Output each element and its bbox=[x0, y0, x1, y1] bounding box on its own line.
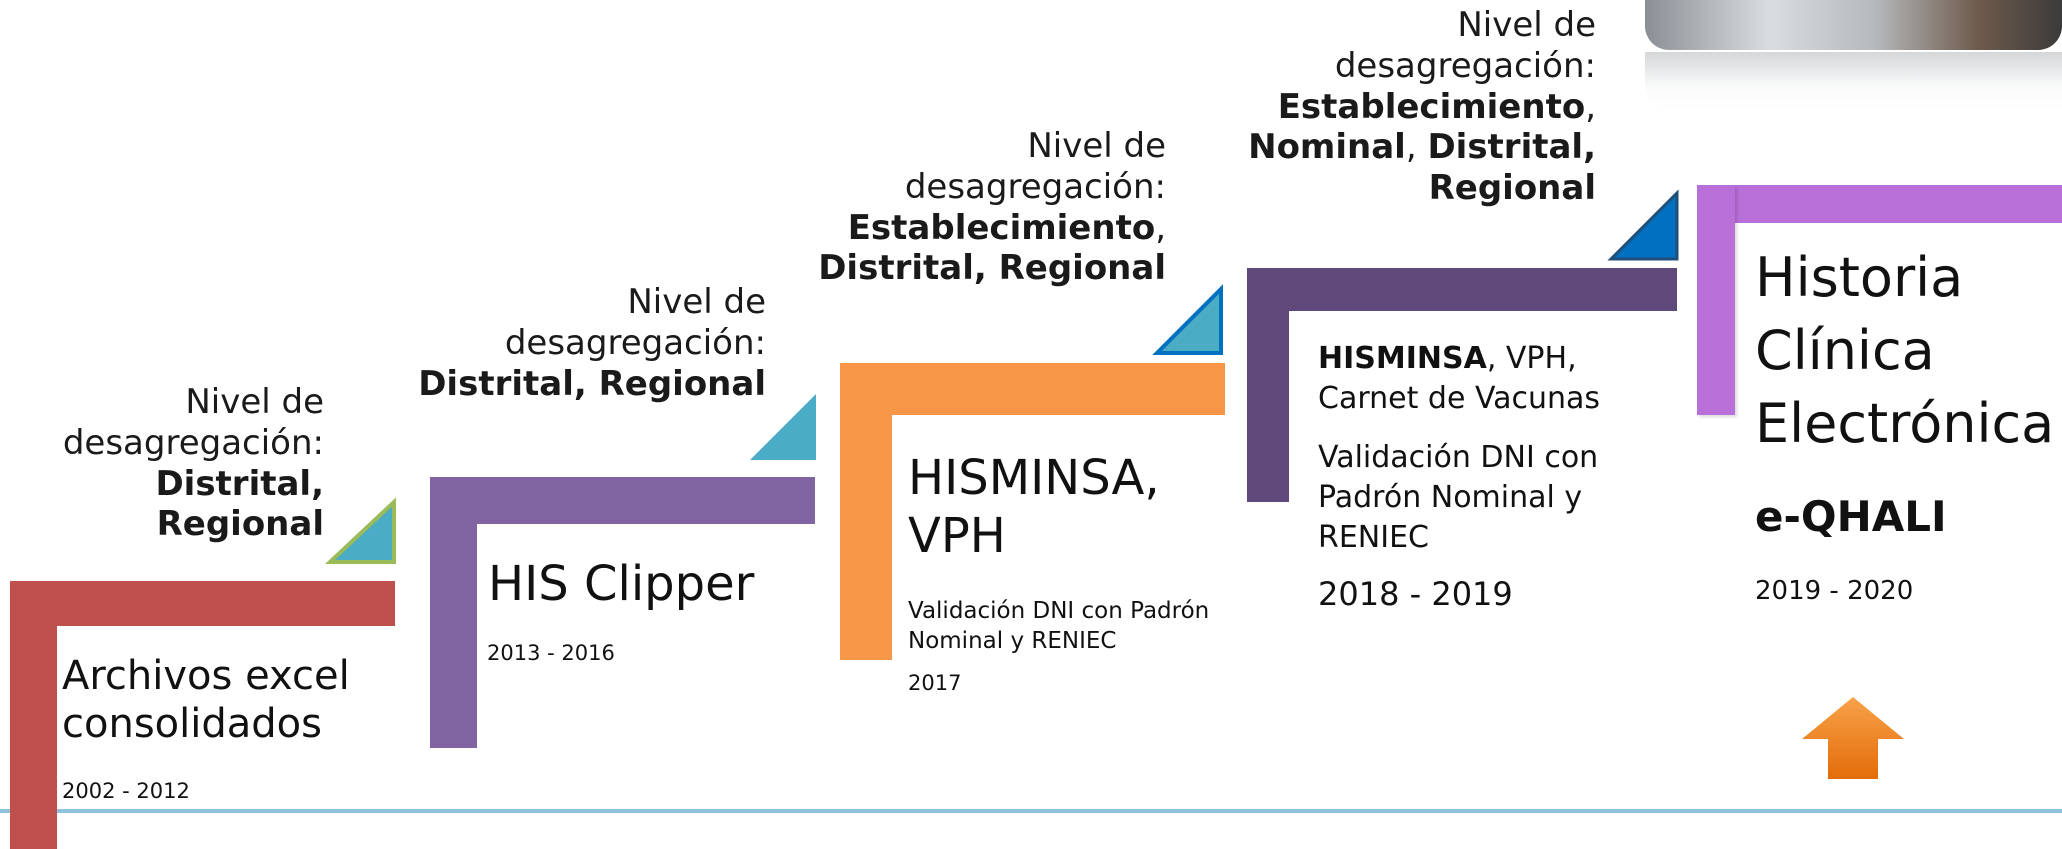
step1-title-line2: consolidados bbox=[62, 701, 322, 747]
step4-systems-rest: , VPH, bbox=[1486, 341, 1577, 376]
step3-level-bold1: Establecimiento bbox=[847, 207, 1156, 248]
timeline-baseline bbox=[0, 809, 2062, 813]
photo-reflection bbox=[1645, 52, 2062, 110]
step1-years: 2002 - 2012 bbox=[62, 779, 190, 803]
step3-title: HISMINSA, VPH bbox=[908, 450, 1160, 565]
step1-vertical-bar bbox=[10, 581, 57, 849]
step1-title: Archivos excel consolidados bbox=[62, 652, 350, 748]
step1-horizontal-bar bbox=[10, 581, 395, 626]
step4-level-line1: Nivel de bbox=[1457, 5, 1596, 45]
step2-level-values: Distrital, Regional bbox=[418, 363, 766, 404]
step4-validation-line3: RENIEC bbox=[1318, 519, 1429, 555]
step4-systems: HISMINSA, VPH, Carnet de Vacunas bbox=[1318, 339, 1600, 419]
step4-years: 2018 - 2019 bbox=[1318, 575, 1513, 613]
step5-subtitle: e-QHALI bbox=[1755, 492, 1947, 541]
step1-title-line1: Archivos excel bbox=[62, 653, 350, 699]
step2-triangle-icon bbox=[750, 394, 816, 460]
step4-systems-line2: Carnet de Vacunas bbox=[1318, 380, 1601, 416]
step4-level-bold2: Nominal bbox=[1248, 127, 1406, 168]
step3-level-bold2: Distrital, Regional bbox=[818, 248, 1166, 289]
photo-image bbox=[1645, 0, 2062, 50]
step5-title: Historia Clínica Electrónica bbox=[1755, 242, 2054, 461]
step2-level-line1: Nivel de bbox=[627, 282, 766, 322]
step4-validation-line1: Validación DNI con bbox=[1318, 440, 1599, 475]
step3-vertical-bar bbox=[840, 363, 892, 660]
step5-title-line2: Clínica bbox=[1755, 318, 1935, 382]
step1-level-values: Distrital, Regional bbox=[155, 463, 324, 545]
step4-level-comma2: , bbox=[1405, 127, 1428, 168]
step4-validation: Validación DNI con Padrón Nominal y RENI… bbox=[1318, 438, 1598, 558]
step4-vertical-bar bbox=[1247, 268, 1289, 502]
step3-validation-line1: Validación DNI con Padrón bbox=[908, 598, 1210, 624]
step4-validation-line2: Padrón Nominal y bbox=[1318, 479, 1583, 515]
step2-level-label: Nivel de desagregación: Distrital, Regio… bbox=[386, 282, 766, 404]
doctor-photo bbox=[1645, 0, 2062, 110]
step3-level-comma: , bbox=[1155, 207, 1166, 248]
step4-level-comma1: , bbox=[1585, 86, 1596, 127]
up-arrow-icon bbox=[1802, 697, 1904, 779]
step2-level-line2: desagregación: bbox=[504, 322, 766, 363]
step5-horizontal-bar bbox=[1697, 185, 2062, 223]
step4-level-bold4: Regional bbox=[1428, 168, 1596, 209]
step2-years: 2013 - 2016 bbox=[487, 641, 615, 665]
step4-systems-bold: HISMINSA bbox=[1318, 341, 1487, 376]
step3-title-line1: HISMINSA, bbox=[908, 450, 1160, 506]
step4-triangle-icon bbox=[1607, 189, 1679, 261]
step2-title: HIS Clipper bbox=[488, 556, 755, 612]
step5-title-line1: Historia bbox=[1755, 246, 1964, 309]
step2-horizontal-bar bbox=[430, 477, 815, 524]
step5-vertical-bar bbox=[1697, 185, 1735, 415]
step1-triangle-icon bbox=[324, 497, 396, 564]
step4-level-label: Nivel de desagregación: Establecimiento,… bbox=[1176, 5, 1596, 209]
step3-triangle-icon bbox=[1152, 284, 1223, 355]
step3-years: 2017 bbox=[908, 671, 962, 695]
step5-title-line3: Electrónica bbox=[1755, 391, 2055, 455]
step4-level-line2: desagregación: bbox=[1334, 45, 1596, 86]
step4-level-bold1: Establecimiento bbox=[1277, 86, 1586, 127]
step3-level-line2: desagregación: bbox=[904, 166, 1166, 207]
step3-title-line2: VPH bbox=[908, 507, 1006, 564]
step3-horizontal-bar bbox=[840, 363, 1225, 415]
step3-validation-line2: Nominal y RENIEC bbox=[908, 627, 1117, 654]
step4-level-bold3: Distrital, bbox=[1427, 127, 1596, 168]
step3-level-line1: Nivel de bbox=[1027, 126, 1166, 166]
step2-vertical-bar bbox=[430, 477, 477, 748]
step3-validation: Validación DNI con Padrón Nominal y RENI… bbox=[908, 597, 1209, 657]
step1-level-line2: desagregación: bbox=[62, 422, 324, 463]
step1-level-line1: Nivel de bbox=[185, 382, 324, 422]
step3-level-label: Nivel de desagregación: Establecimiento,… bbox=[746, 126, 1166, 289]
step1-level-label: Nivel de desagregación: Distrital, Regio… bbox=[0, 382, 324, 545]
step4-horizontal-bar bbox=[1247, 268, 1677, 311]
step5-years: 2019 - 2020 bbox=[1755, 576, 1914, 606]
